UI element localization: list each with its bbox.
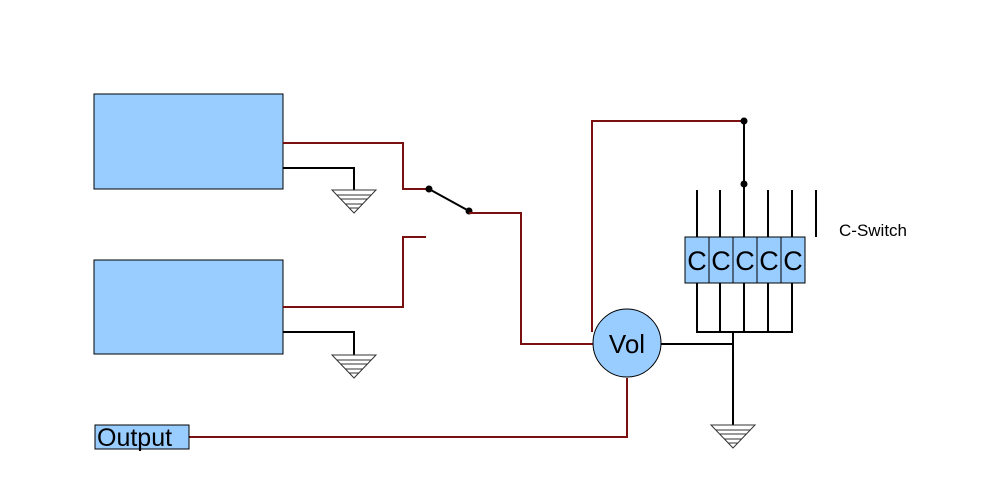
vol-to-cap-switch-wire [591,120,744,332]
ground-symbol-2 [330,354,378,379]
ground-symbol-1 [330,189,378,214]
capacitor-bank: C C C C C [684,236,806,284]
switch-to-vol-wire [469,212,594,345]
capacitor-label-4: C [759,246,779,276]
capacitor-label-1: C [687,246,707,276]
output-jack: Output [94,424,190,452]
capacitor-common-bus [696,283,793,333]
capacitor-label-3: C [735,246,755,276]
junction-dot-top [740,117,748,125]
ground-symbol-3 [709,424,757,449]
capacitor-label-2: C [711,246,731,276]
output-label: Output [97,424,172,452]
volume-pot: Vol [592,308,662,378]
capacitor-label-5: C [783,246,803,276]
cap-switch-contacts [696,184,817,237]
volume-label: Vol [609,329,645,359]
pickup-1-ground-wire [283,167,355,190]
pickup-1 [93,93,284,190]
pickup-2-hot-wire [283,236,426,308]
pickup-2 [93,259,284,355]
c-switch-label: C-Switch [839,221,907,240]
vol-to-output-wire [189,378,628,438]
pickup-2-ground-wire [283,331,355,355]
capacitor-5 [780,236,806,284]
pickup-selector-switch [425,185,473,215]
pickup-1-hot-wire [283,142,429,190]
